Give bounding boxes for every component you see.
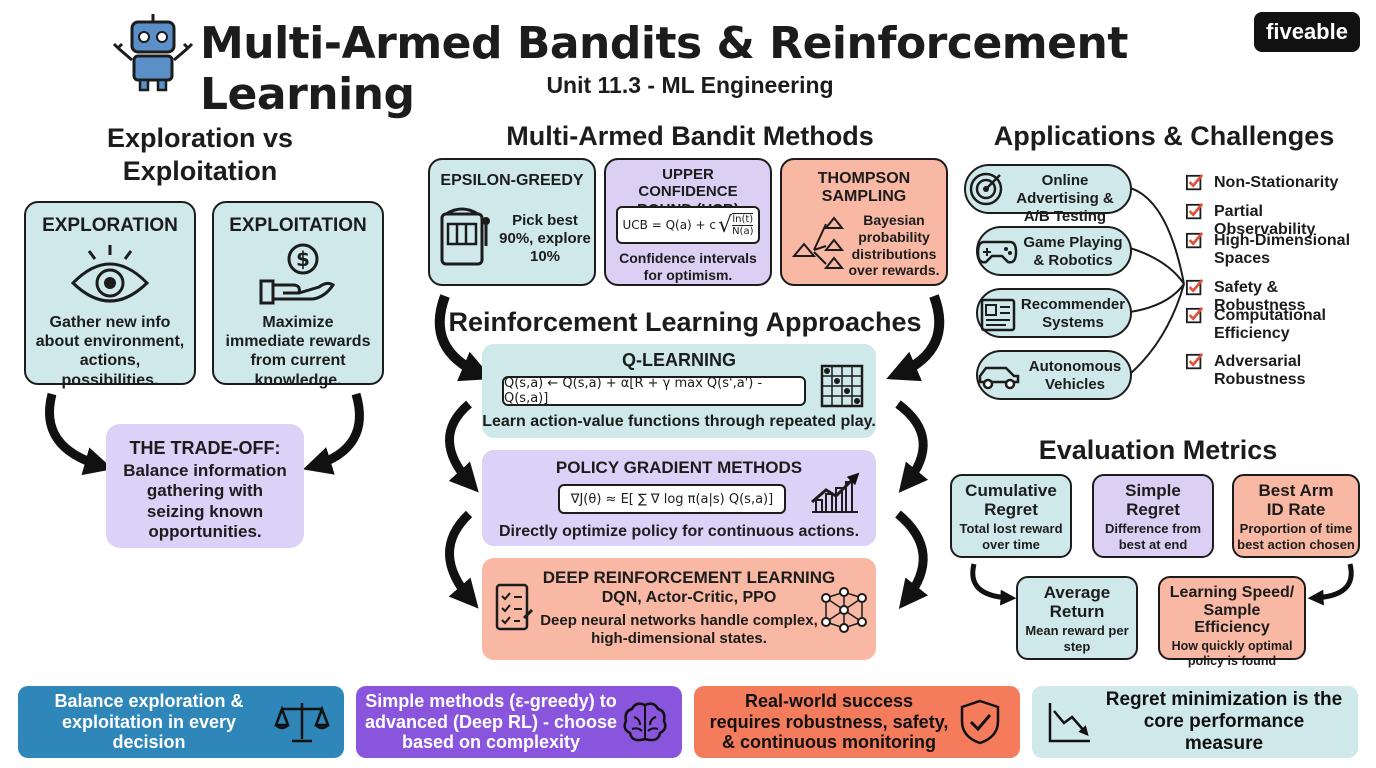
- checkbox-icon: [1186, 203, 1204, 220]
- ucb-numerator: ln(t): [732, 214, 754, 226]
- tradeoff-text: Balance information gathering with seizi…: [123, 461, 287, 542]
- checkbox-icon: [1186, 353, 1204, 370]
- deep-rl-text: Deep neural networks handle complex, hig…: [540, 612, 818, 647]
- trend-up-icon: [811, 472, 860, 513]
- app-item-label: Online Advertising & A/B Testing: [1016, 172, 1114, 225]
- ucb-denominator: N(a): [732, 226, 754, 237]
- challenge-item: Adversarial Robustness: [1186, 353, 1326, 390]
- target-icon: [969, 172, 1003, 206]
- page-subtitle: Unit 11.3 - ML Engineering: [546, 72, 834, 98]
- policy-gradient-formula: ∇J(θ) ≈ E[ ∑ ∇ log π(a|s) Q(s,a)]: [558, 484, 786, 514]
- exploration-heading: Exploration vs Exploitation: [106, 123, 294, 186]
- thompson-title: THOMPSON SAMPLING: [817, 170, 911, 206]
- ucb-card: UPPER CONFIDENCE BOUND (UCB) UCB = Q(a) …: [604, 158, 772, 286]
- arrow-right-to-deep: [895, 510, 929, 610]
- arrow-to-tradeoff-left: [44, 392, 114, 476]
- svg-text:$: $: [296, 247, 310, 271]
- policy-gradient-text: Directly optimize policy for continuous …: [498, 523, 860, 540]
- metric-cumulative-regret: Cumulative Regret Total lost reward over…: [950, 474, 1072, 558]
- checklist-icon: [495, 583, 534, 631]
- exploration-text: Gather new info about environment, actio…: [35, 314, 185, 389]
- policy-gradient-card: POLICY GRADIENT METHODS ∇J(θ) ≈ E[ ∑ ∇ l…: [482, 450, 876, 546]
- rl-heading: Reinforcement Learning Approaches: [448, 307, 922, 337]
- arrow-to-average-return: [970, 563, 1017, 606]
- deep-rl-card: DEEP REINFORCEMENT LEARNING DQN, Actor-C…: [482, 558, 876, 660]
- thompson-text: Bayesian probability distributions over …: [848, 212, 940, 279]
- tradeoff-title: THE TRADE-OFF:: [129, 438, 281, 458]
- banner-balance: Balance exploration & exploitation in ev…: [18, 686, 344, 758]
- epsilon-greedy-card: EPSILON-GREEDY Pick best 90%, explore 10…: [428, 158, 596, 286]
- app-item-games: Game Playing & Robotics: [976, 226, 1132, 276]
- deep-rl-subtitle: DQN, Actor-Critic, PPO: [601, 589, 777, 606]
- gamepad-icon: [976, 240, 1018, 264]
- checkbox-icon: [1186, 174, 1204, 191]
- q-learning-text: Learn action-value functions through rep…: [482, 413, 876, 430]
- money-hand-icon: $: [259, 243, 336, 305]
- epsilon-title: EPSILON-GREEDY: [440, 172, 584, 189]
- challenge-item: Non-Stationarity: [1186, 174, 1366, 192]
- challenge-item: High-Dimensional Spaces: [1186, 232, 1356, 269]
- app-item-vehicles: Autonomous Vehicles: [976, 350, 1132, 400]
- ucb-text: Confidence intervals for optimism.: [619, 250, 757, 283]
- metric-learning-speed: Learning Speed/ Sample Efficiency How qu…: [1158, 576, 1306, 668]
- arrow-right-to-policy: [895, 400, 929, 493]
- app-item-advertising: Online Advertising & A/B Testing: [964, 164, 1132, 225]
- robot-icon: [112, 14, 194, 92]
- app-item-label: Game Playing & Robotics: [1023, 234, 1123, 269]
- exploration-title: EXPLORATION: [42, 215, 178, 236]
- exploitation-text: Maximize immediate rewards from current …: [225, 314, 371, 389]
- challenge-item: Computational Efficiency: [1186, 307, 1346, 344]
- arrow-left-to-qlearning: [434, 294, 493, 382]
- metric-simple-regret: Simple Regret Difference from best at en…: [1092, 474, 1214, 558]
- tree-distribution-icon: [791, 216, 845, 269]
- eye-icon: [70, 245, 150, 303]
- challenge-item: Partial Observability: [1186, 203, 1366, 240]
- checkbox-icon: [1186, 307, 1204, 324]
- app-item-recommender: Recommender Systems: [976, 288, 1132, 338]
- arrow-left-to-policy: [445, 400, 479, 493]
- tradeoff-card: THE TRADE-OFF: Balance information gathe…: [106, 424, 304, 548]
- metric-average-return: Average Return Mean reward per step: [1016, 576, 1138, 660]
- deep-rl-title: DEEP REINFORCEMENT LEARNING: [542, 568, 836, 587]
- neural-network-icon: [821, 587, 867, 633]
- q-learning-card: Q-LEARNING Q(s,a) ← Q(s,a) + α[R + γ max…: [482, 344, 876, 438]
- app-connectors: [1129, 187, 1185, 375]
- grid-icon: [820, 364, 864, 408]
- metric-best-arm: Best Arm ID Rate Proportion of time best…: [1232, 474, 1360, 558]
- checkbox-icon: [1186, 232, 1204, 249]
- policy-gradient-title: POLICY GRADIENT METHODS: [555, 458, 803, 477]
- arrow-to-learning-speed: [1307, 563, 1354, 606]
- epsilon-text: Pick best 90%, explore 10%: [499, 212, 591, 265]
- exploitation-title: EXPLOITATION: [229, 215, 367, 236]
- metrics-heading: Evaluation Metrics: [1038, 435, 1278, 465]
- brain-icon: [623, 702, 667, 742]
- car-icon: [978, 366, 1020, 390]
- ucb-formula-box: UCB = Q(a) + c √ ln(t) N(a): [616, 206, 760, 244]
- banner-regret: Regret minimization is the core performa…: [1032, 686, 1358, 758]
- checkbox-icon: [1186, 279, 1204, 296]
- app-item-label: Recommender Systems: [1020, 296, 1126, 331]
- trend-down-icon: [1048, 703, 1090, 743]
- document-icon: [980, 298, 1016, 332]
- slot-machine-icon: [440, 207, 490, 266]
- brand-logo[interactable]: fiveable: [1254, 12, 1360, 52]
- banner-methods: Simple methods (ε-greedy) to advanced (D…: [356, 686, 682, 758]
- q-learning-title: Q-LEARNING: [622, 350, 736, 370]
- challenge-item: Safety & Robustness: [1186, 279, 1366, 316]
- app-item-label: Autonomous Vehicles: [1028, 358, 1122, 393]
- exploitation-card: EXPLOITATION $ Maximize immediate reward…: [212, 201, 384, 389]
- exploration-card: EXPLORATION Gather new info about enviro…: [24, 201, 196, 389]
- ucb-formula: UCB = Q(a) + c: [622, 218, 717, 232]
- q-learning-formula: Q(s,a) ← Q(s,a) + α[R + γ max Q(s',a') -…: [502, 376, 806, 406]
- scales-icon: [274, 703, 330, 743]
- bandit-heading: Multi-Armed Bandit Methods: [506, 121, 874, 151]
- applications-heading: Applications & Challenges: [993, 121, 1335, 151]
- shield-check-icon: [960, 699, 1000, 745]
- arrow-right-to-qlearning: [886, 294, 945, 382]
- thompson-card: THOMPSON SAMPLING Bayesian probability d…: [780, 158, 948, 286]
- arrow-left-to-deep: [445, 510, 479, 609]
- arrow-to-tradeoff-right: [302, 392, 364, 475]
- banner-realworld: Real-world success requires robustness, …: [694, 686, 1020, 758]
- page-title: Multi-Armed Bandits & Reinforcement Lear…: [200, 18, 1128, 120]
